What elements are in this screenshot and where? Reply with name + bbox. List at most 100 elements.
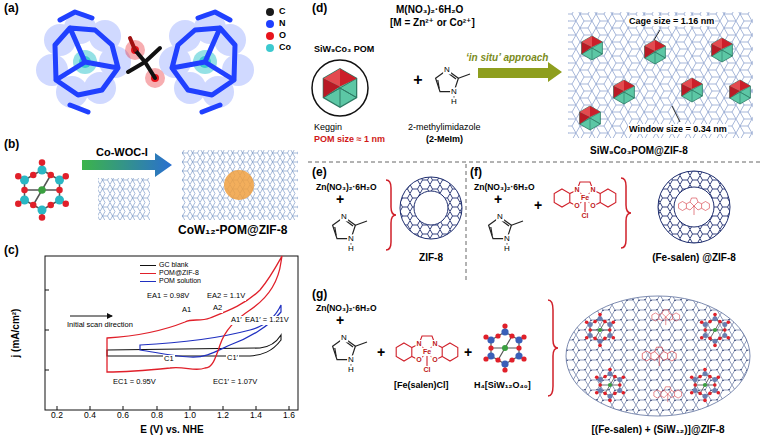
peak-label: A1′: [230, 316, 243, 325]
atom-label: H: [347, 244, 355, 253]
atom-label: Cl: [581, 212, 590, 220]
atom-label: H: [503, 244, 511, 253]
atom-label: N: [443, 65, 451, 74]
panel-label: (f): [470, 166, 482, 180]
reagent-formula: M(NO₃)₂·6H₂O: [396, 4, 463, 16]
atom-label: N: [496, 212, 504, 221]
tick-label: 1.4: [250, 411, 262, 421]
atom-label: H: [450, 97, 458, 106]
tick-label: 0.6: [117, 411, 129, 421]
reagent-note: [M = Zn²⁺ or Co²⁺]: [390, 17, 475, 29]
product-label: [(Fe-salen) + (SiW₁₂)]@ZIF-8: [591, 424, 724, 436]
legend-text: C: [279, 6, 286, 16]
atom-label: Cl: [423, 366, 432, 374]
in-situ-synthesis-scheme: [312, 12, 753, 138]
panel-divider: [308, 162, 760, 282]
plus-sign: +: [377, 344, 385, 360]
peak-potential: EC1 = 0.95V: [112, 378, 157, 387]
atom-label: N: [340, 212, 348, 221]
legend-text: POM@ZIF-8: [159, 269, 199, 277]
tick-label: 1.2: [217, 411, 229, 421]
atom-label: O: [573, 202, 580, 210]
molecule-structure: [36, 12, 254, 112]
atom-label: N: [347, 234, 355, 243]
legend-swatch: [266, 8, 274, 16]
product-label: SiW₉Co₃POM@ZIF-8: [590, 145, 688, 157]
legend-line: [140, 265, 156, 266]
atom-label: N: [450, 87, 458, 96]
panel-label: (c): [4, 244, 19, 258]
plus-sign: +: [413, 71, 422, 89]
pom-label: Keggin: [314, 122, 342, 132]
legend-line: [140, 273, 156, 274]
reagent-formula: Zn(NO₃)₂·6H₂O: [474, 183, 535, 193]
legend-swatch: [266, 44, 274, 52]
atom-label: N: [503, 234, 511, 243]
atom-label: N: [431, 340, 438, 348]
tick-label: 0.8: [151, 411, 163, 421]
atom-label: H: [347, 365, 355, 374]
legend-text: GC blank: [159, 261, 188, 269]
peak-potential: EA2 = 1.1V: [206, 292, 246, 301]
atom-label: N: [340, 333, 348, 342]
peak-label: A1: [181, 306, 192, 315]
plus-sign: +: [336, 312, 344, 328]
atom-label: Fe: [422, 348, 432, 356]
tick-label: 0.4: [84, 411, 96, 421]
peak-label: C1: [163, 355, 175, 364]
atom-label: O: [415, 356, 422, 364]
peak-potential: EA1′ = 1.21V: [244, 316, 290, 325]
reagent-formula: Zn(NO₃)₂·6H₂O: [316, 304, 377, 314]
reagent-formula: [Fe(salen)Cl]: [394, 380, 449, 390]
atom-label: N: [573, 186, 580, 194]
fe-salen-pom-zif8-scheme: [333, 296, 750, 416]
cv-chart: [45, 256, 298, 410]
atom-label: N: [415, 340, 422, 348]
product-label: (Fe-salen) @ZIF-8: [652, 252, 736, 264]
tick-label: 1.6: [283, 411, 295, 421]
atom-label: O: [589, 202, 596, 210]
plus-sign: +: [464, 344, 472, 360]
atom-label: N: [589, 186, 596, 194]
product-label: CoW₁₂-POM@ZIF-8: [178, 224, 287, 238]
panel-label: (d): [312, 2, 327, 16]
tick-label: 0.2: [51, 411, 63, 421]
peak-label: C1′: [226, 354, 239, 363]
peak-label: A2: [212, 304, 223, 313]
reagent-formula: Zn(NO₃)₂·6H₂O: [316, 183, 377, 193]
panel-label: (e): [312, 166, 327, 180]
axis-title: j (mA/cm²): [10, 309, 22, 358]
arrow-label: Co-WOC-I: [96, 146, 148, 159]
dimension-label: Cage size = 1.16 nm: [628, 16, 715, 26]
panel-label: (b): [4, 138, 19, 152]
reagent-name: 2-methylimidazole: [408, 122, 481, 132]
atom-label: O: [431, 356, 438, 364]
pom-label: SiW₉Co₃ POM: [314, 44, 374, 54]
plus-sign: +: [336, 191, 344, 207]
plus-sign: +: [494, 191, 502, 207]
legend-swatch: [266, 20, 274, 28]
panel-label: (a): [4, 2, 19, 16]
dimension-label: Window size = 0.34 nm: [628, 124, 728, 134]
plus-sign: +: [534, 197, 542, 213]
panel-label: (g): [312, 288, 327, 302]
pom-encapsulation-scheme: [15, 150, 298, 221]
atom-label: Fe: [580, 194, 590, 202]
legend-swatch: [266, 32, 274, 40]
product-label: ZIF-8: [419, 252, 443, 264]
legend-text: Co: [279, 42, 291, 52]
size-label: POM size ≈ 1 nm: [314, 134, 385, 144]
axis-title: E (V) vs. NHE: [140, 424, 203, 436]
peak-potential: EA1 = 0.98V: [146, 292, 190, 301]
reagent-name: (2-MeIm): [426, 134, 463, 144]
legend-text: N: [279, 18, 286, 28]
peak-potential: EC1′ = 1.07V: [212, 378, 258, 387]
legend-text: POM solution: [159, 277, 201, 285]
chart-note: Initial scan direction: [66, 321, 134, 330]
legend-text: O: [279, 30, 286, 40]
legend-line: [140, 281, 156, 282]
arrow-label: ‘in situ’ approach: [466, 52, 548, 64]
atom-label: N: [347, 355, 355, 364]
